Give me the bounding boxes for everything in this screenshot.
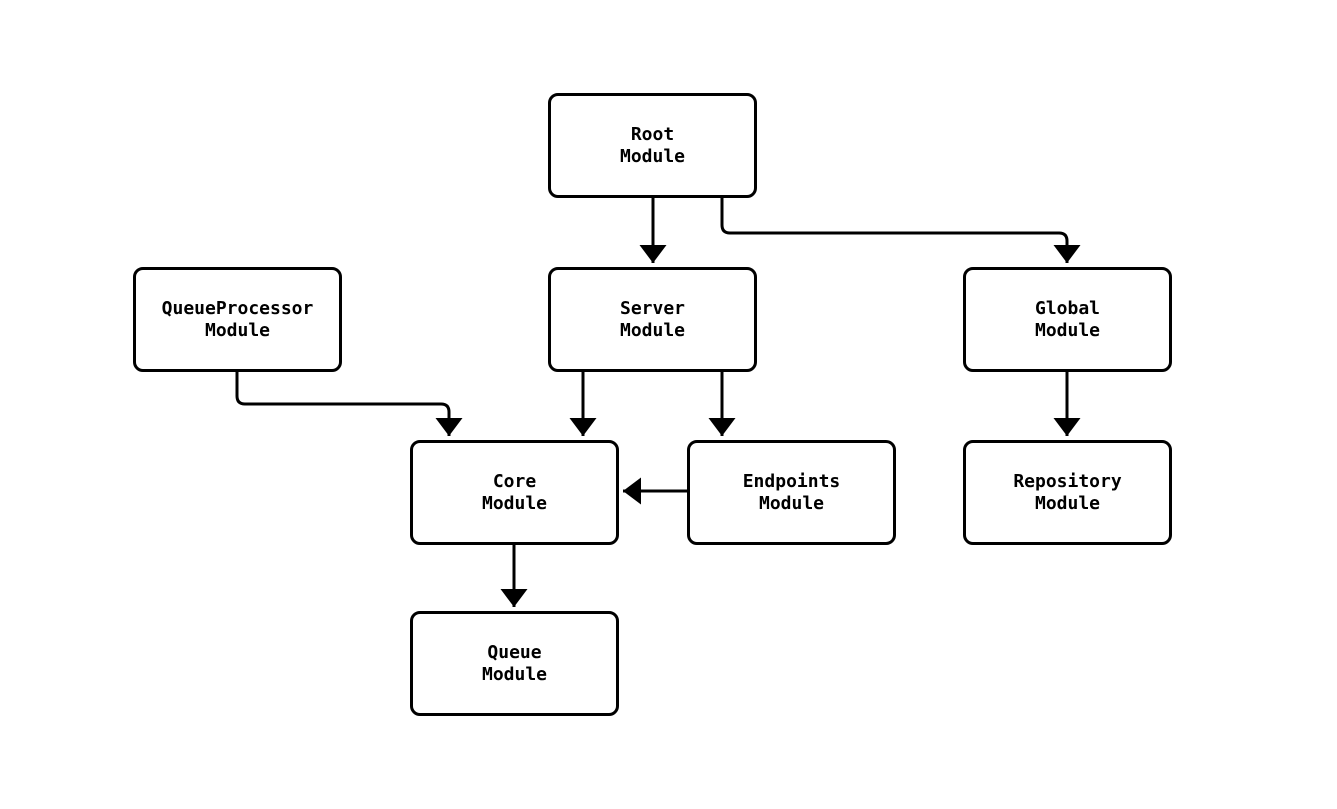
node-label-line2: Module bbox=[481, 663, 548, 685]
node-label-line1: Global bbox=[1034, 297, 1101, 319]
node-label-line2: Module bbox=[619, 145, 686, 167]
node-root-module: Root Module bbox=[548, 93, 757, 198]
node-label-line1: QueueProcessor bbox=[161, 297, 314, 319]
node-endpoints-module: Endpoints Module bbox=[687, 440, 896, 545]
edge-root-to-global-arrow bbox=[720, 198, 1081, 263]
edge-queueprocessor-to-core-arrow bbox=[235, 372, 463, 436]
node-queue-module: Queue Module bbox=[410, 611, 619, 716]
node-repository-module: Repository Module bbox=[963, 440, 1172, 545]
node-label-line2: Module bbox=[481, 492, 548, 514]
node-label-line2: Module bbox=[204, 319, 271, 341]
node-core-module: Core Module bbox=[410, 440, 619, 545]
node-label-line1: Endpoints bbox=[742, 470, 841, 492]
node-server-module: Server Module bbox=[548, 267, 757, 372]
node-queueprocessor-module: QueueProcessor Module bbox=[133, 267, 342, 372]
node-label-line1: Repository bbox=[1013, 470, 1122, 492]
node-label-line2: Module bbox=[619, 319, 686, 341]
node-label-line1: Queue bbox=[487, 641, 542, 663]
node-label-line2: Module bbox=[1034, 319, 1101, 341]
node-label-line1: Root bbox=[630, 123, 675, 145]
node-global-module: Global Module bbox=[963, 267, 1172, 372]
node-label-line1: Server bbox=[619, 297, 686, 319]
node-label-line2: Module bbox=[758, 492, 825, 514]
node-label-line2: Module bbox=[1034, 492, 1101, 514]
node-label-line1: Core bbox=[492, 470, 537, 492]
